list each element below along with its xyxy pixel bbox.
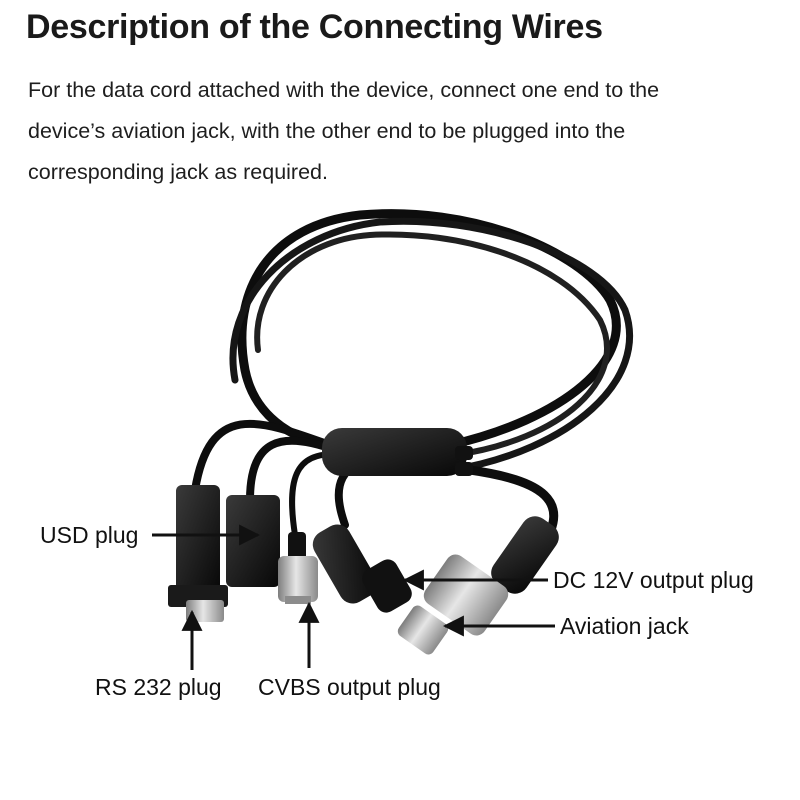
- cable-splitter: [322, 428, 473, 476]
- page-title: Description of the Connecting Wires: [26, 8, 603, 46]
- cable-loop: [229, 209, 634, 474]
- cvbs-connector: [278, 532, 318, 604]
- annotation-arrows: [152, 524, 555, 670]
- usd-connector: [226, 495, 280, 587]
- label-usd-plug: USD plug: [40, 522, 139, 548]
- description-paragraph: For the data cord attached with the devi…: [28, 70, 788, 193]
- rs232-connector: [168, 485, 228, 622]
- label-aviation-jack: Aviation jack: [560, 613, 689, 639]
- cable-illustration: [152, 209, 634, 670]
- aviation-jack-connector: [397, 516, 559, 655]
- label-rs232-plug: RS 232 plug: [95, 674, 222, 700]
- dc-plug-connector: [312, 524, 412, 613]
- description-line-2: device’s aviation jack, with the other e…: [28, 119, 626, 143]
- label-cvbs-plug: CVBS output plug: [258, 674, 441, 700]
- label-dc-plug: DC 12V output plug: [553, 567, 754, 593]
- description-line-3: corresponding jack as required.: [28, 160, 328, 184]
- description-line-1: For the data cord attached with the devi…: [28, 78, 660, 102]
